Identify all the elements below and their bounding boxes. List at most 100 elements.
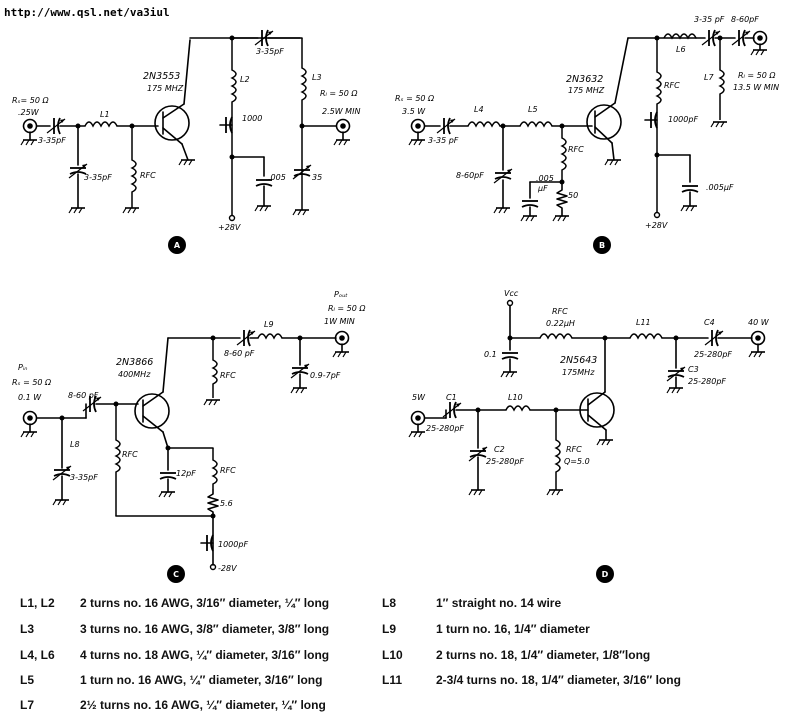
a-pin-label: .25W — [18, 108, 40, 117]
c-vee-label: -28V — [218, 564, 237, 573]
b-pout-label: 13.5 W MIN — [733, 83, 779, 92]
a-cshunt-label: 3-35pF — [84, 173, 112, 182]
source-url: http://www.qsl.net/va3iul — [4, 6, 170, 19]
input-jack-a — [22, 118, 38, 134]
d-l10-label: L10 — [508, 393, 523, 402]
b-c005-label: .005 — [536, 174, 554, 183]
a-ctop-label: 3-35pF — [256, 47, 284, 56]
transistor-b — [586, 104, 622, 140]
a-cin-label: 3-35pF — [38, 136, 66, 145]
a-vcc-label: +28V — [218, 223, 241, 232]
c-c097-label: 0.9-7pF — [310, 371, 341, 380]
c-rfc-base-label: RFC — [122, 450, 138, 459]
marker-b — [593, 236, 611, 254]
note-value: 3 turns no. 16 AWG, 3/8″ diameter, 3/8″ … — [80, 622, 330, 636]
b-uf-label: μF — [537, 184, 548, 193]
note-key: L1, L2 — [20, 596, 55, 610]
c-c12-label: 12pF — [176, 469, 196, 478]
note-value: 1 turn no. 16, 1/4″ diameter — [436, 622, 590, 636]
circuit-c: C — [20, 329, 350, 583]
marker-b-label: B — [599, 241, 605, 250]
input-jack-d — [410, 410, 426, 426]
c-c335-label: 3-35pF — [70, 473, 98, 482]
d-pout-label: 40 W — [748, 318, 770, 327]
transistor-d-freq: 175MHz — [562, 368, 595, 377]
note-key: L3 — [20, 622, 35, 636]
d-c4-value: 25-280pF — [694, 350, 732, 359]
note-key: L4, L6 — [20, 648, 55, 662]
b-rfc-base-label: RFC — [568, 145, 584, 154]
d-c2-value: 25-280pF — [486, 457, 524, 466]
d-rfc-label: RFC — [552, 307, 568, 316]
d-rfc-value: 0.22μH — [546, 319, 575, 328]
b-c005b-label: .005μF — [706, 183, 734, 192]
note-value: 1 turn no. 16 AWG, ¼″ diameter, 3/16″ lo… — [80, 673, 323, 687]
b-l5-label: L5 — [528, 105, 538, 114]
c-l8-label: L8 — [70, 440, 80, 449]
b-pin-label: 3.5 W — [402, 107, 426, 116]
a-c005-label: .005 — [268, 173, 286, 182]
note-value: 2 turns no. 16 AWG, 3/16″ diameter, ¼″ l… — [80, 596, 330, 610]
b-cin-label: 3-35 pF — [428, 136, 459, 145]
input-jack-c — [22, 410, 38, 426]
marker-d-label: D — [602, 570, 609, 579]
note-key: L10 — [382, 648, 403, 662]
d-l11-label: L11 — [636, 318, 651, 327]
output-jack-a — [335, 118, 351, 134]
a-rl-label: Rₗ = 50 Ω — [320, 89, 358, 98]
b-l6-label: L6 — [676, 45, 686, 54]
c-c860-label: 8-60 pF — [224, 349, 255, 358]
c-pout-title: Pₒᵤₜ — [334, 290, 348, 299]
b-c1000-label: 1000pF — [668, 115, 698, 124]
circuit-a: A — [20, 29, 351, 254]
a-l3-label: L3 — [312, 73, 322, 82]
c-rs-label: Rₛ = 50 Ω — [12, 378, 52, 387]
b-c335-label: 3-35 pF — [694, 15, 725, 24]
marker-a-label: A — [174, 241, 181, 250]
note-key: L11 — [382, 673, 403, 687]
note-value: 2 turns no. 18, 1/4″ diameter, 1/8″long — [436, 648, 651, 662]
marker-c-label: C — [173, 570, 179, 579]
note-value: 4 turns no. 18 AWG, ¼″ diameter, 3/16″ l… — [80, 648, 330, 662]
c-pin-title: Pᵢₙ — [18, 363, 27, 372]
d-c3-label: C3 — [688, 365, 699, 374]
note-key: L7 — [20, 698, 35, 712]
transistor-c — [134, 393, 170, 429]
c-cin-label: 8-60 pF — [68, 391, 99, 400]
b-c860-label: 8-60pF — [731, 15, 759, 24]
d-pin-label: 5W — [412, 393, 426, 402]
note-value: 1″ straight no. 14 wire — [436, 596, 562, 610]
b-l4-label: L4 — [474, 105, 484, 114]
d-rfc-base-label: RFC — [566, 445, 582, 454]
d-c2-label: C2 — [494, 445, 505, 454]
transistor-a-name: 2N3553 — [143, 71, 180, 82]
a-l2-label: L2 — [240, 75, 250, 84]
note-value: 2½ turns no. 16 AWG, ¼″ diameter, ¼″ lon… — [80, 698, 326, 712]
b-vcc-label: +28V — [645, 221, 668, 230]
d-c1-value: 25-280pF — [426, 424, 464, 433]
marker-c — [167, 565, 185, 583]
note-key: L8 — [382, 596, 397, 610]
c-r56-label: 5.6 — [220, 499, 233, 508]
c-c1000-label: 1000pF — [218, 540, 248, 549]
a-pout-label: 2.5W MIN — [322, 107, 360, 116]
c-l9-label: L9 — [264, 320, 274, 329]
b-rfc-label: RFC — [664, 81, 680, 90]
c-pout-label: 1W MIN — [324, 317, 355, 326]
transistor-b-name: 2N3632 — [566, 74, 603, 85]
a-c35-label: 35 — [312, 173, 322, 182]
b-rl-label: Rₗ = 50 Ω — [738, 71, 776, 80]
note-key: L9 — [382, 622, 397, 636]
transistor-a — [154, 105, 190, 141]
transistor-d-name: 2N5643 — [560, 355, 597, 366]
transistor-b-freq: 175 MHZ — [568, 86, 605, 95]
circuit-d: D — [408, 299, 766, 583]
transistor-c-freq: 400MHz — [118, 370, 151, 379]
d-c1-label: C1 — [446, 393, 457, 402]
transistor-a-freq: 175 MHZ — [147, 84, 184, 93]
transistor-c-name: 2N3866 — [116, 357, 153, 368]
output-jack-b — [752, 30, 768, 46]
a-c1000-label: 1000 — [242, 114, 262, 123]
c-rfc-emit-label: RFC — [220, 466, 236, 475]
